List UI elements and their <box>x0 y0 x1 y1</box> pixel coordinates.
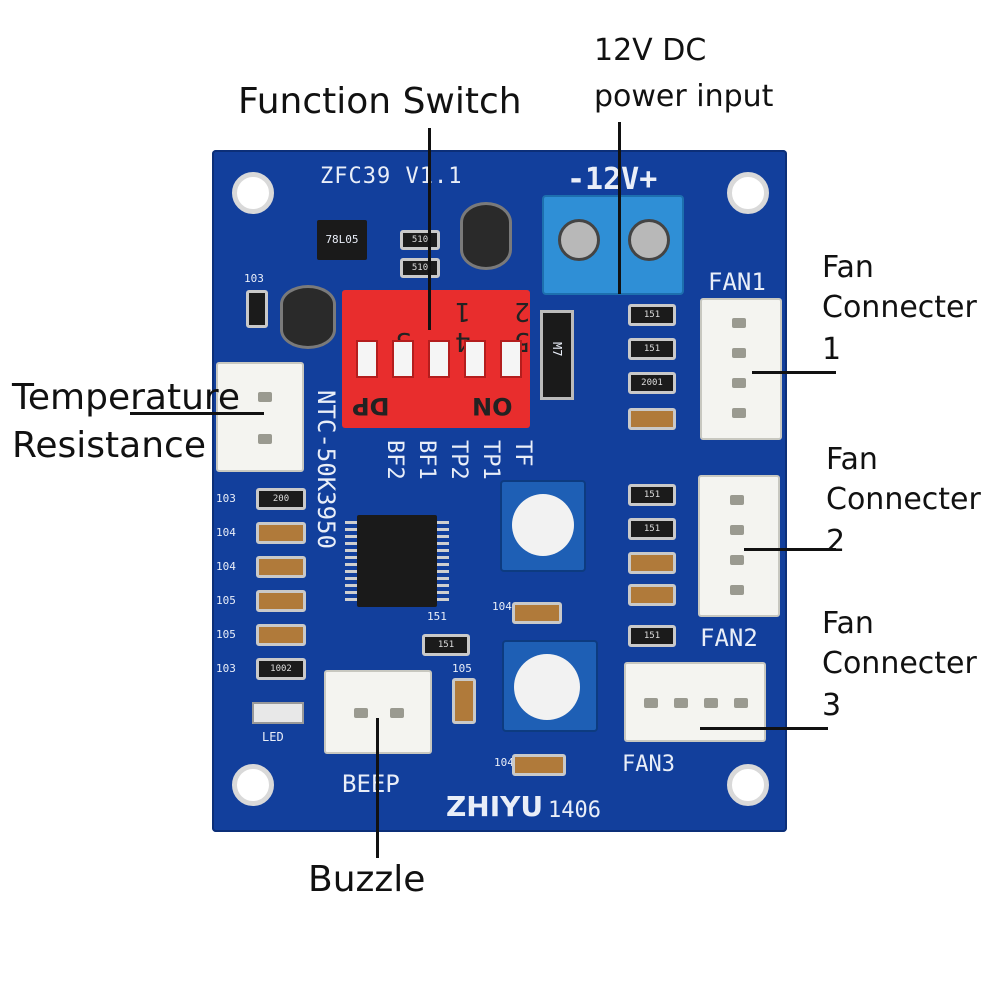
smd-capacitor <box>256 624 306 646</box>
power-terminal-block <box>542 195 684 295</box>
smd-capacitor <box>512 754 566 776</box>
fan3-callout-line3: 3 <box>822 688 842 723</box>
voltage-regulator: 78L05 <box>317 220 367 260</box>
temperature-leader-line <box>130 412 264 415</box>
fan3-callout-line2: Connecter <box>822 646 977 681</box>
status-led <box>252 702 304 724</box>
power-polarity-label: -12V+ <box>567 162 658 197</box>
mounting-hole <box>232 764 274 806</box>
dip-dp-label: DP <box>352 392 390 420</box>
fan2-silk-label: FAN2 <box>700 624 758 652</box>
resistor-column: 151 151 2001 <box>608 300 688 440</box>
dip-key[interactable] <box>500 340 522 378</box>
smd-resistor: 1002 <box>256 658 306 680</box>
dip-key[interactable] <box>464 340 486 378</box>
fan1-callout-line1: Fan <box>822 250 874 285</box>
mounting-hole <box>232 172 274 214</box>
resistor-label: 151 <box>427 610 447 623</box>
fan2-connector <box>698 475 780 617</box>
potentiometer-dial[interactable] <box>512 494 574 556</box>
smd-capacitor <box>256 556 306 578</box>
smd-resistor: 151 <box>422 634 470 656</box>
microcontroller-chip <box>345 515 449 607</box>
temperature-sensor-connector <box>216 362 304 472</box>
buzzer-connector <box>324 670 432 754</box>
smd-resistor: 510 <box>400 258 440 278</box>
diode: M7 <box>540 310 574 400</box>
board-model-label: ZFC39 V1.1 <box>320 164 463 189</box>
power-leader-line <box>618 122 621 294</box>
pcb-board: ZFC39 V1.1 -12V+ 78L05 103 510 510 5 4 3… <box>212 150 787 832</box>
fan2-callout-line3: 2 <box>826 524 846 559</box>
board-code-label: 1406 <box>548 798 601 823</box>
smd-capacitor <box>628 584 676 606</box>
fan2-leader-line <box>744 548 836 551</box>
smd-resistor: 2001 <box>628 372 676 394</box>
smd-resistor: 151 <box>628 625 676 647</box>
smd-resistor <box>246 290 268 328</box>
fan2-callout-line1: Fan <box>826 442 878 477</box>
potentiometer[interactable] <box>502 640 598 732</box>
mode-label: TF <box>510 440 535 467</box>
smd-capacitor <box>628 408 676 430</box>
fan1-callout-line2: Connecter <box>822 290 977 325</box>
electrolytic-capacitor <box>460 202 512 270</box>
smd-resistor: 151 <box>628 484 676 506</box>
fan2-callout-line2: Connecter <box>826 482 981 517</box>
potentiometer-dial[interactable] <box>514 654 580 720</box>
fan3-leader-line <box>700 727 828 730</box>
power-callout-line1: 12V DC <box>594 33 707 68</box>
smd-capacitor <box>628 552 676 574</box>
mode-label: TP1 <box>478 440 503 480</box>
mode-label: BF1 <box>414 440 439 480</box>
dip-key[interactable] <box>356 340 378 378</box>
temperature-callout-line1: Temperature <box>12 377 241 418</box>
smd-resistor: 200 <box>256 488 306 510</box>
fan1-connector <box>700 298 782 440</box>
capacitor-label: 105 <box>452 662 472 675</box>
dip-key[interactable] <box>392 340 414 378</box>
dip-key[interactable] <box>428 340 450 378</box>
terminal-screw <box>558 219 600 261</box>
dip-switch[interactable]: 5 4 3 2 1 DP ON <box>342 290 530 428</box>
capacitor-label: 104 <box>492 600 512 613</box>
resistor-column: 151 151 <box>608 480 688 610</box>
fan3-callout-line1: Fan <box>822 606 874 641</box>
led-label: LED <box>262 730 284 744</box>
terminal-screw <box>628 219 670 261</box>
function-switch-leader-line <box>428 128 431 330</box>
smd-capacitor <box>512 602 562 624</box>
resistor-label: 104 <box>494 756 514 769</box>
fan1-callout-line3: 1 <box>822 332 842 367</box>
smd-resistor: 151 <box>628 304 676 326</box>
fan1-silk-label: FAN1 <box>708 268 766 296</box>
brand-label: ZHIYU <box>446 790 544 823</box>
mounting-hole <box>727 764 769 806</box>
smd-resistor: 151 <box>628 518 676 540</box>
dip-on-label: ON <box>472 392 513 420</box>
fan3-connector <box>624 662 766 742</box>
smd-capacitor <box>452 678 476 724</box>
function-switch-callout: Function Switch <box>238 81 522 122</box>
mode-label: BF2 <box>382 440 407 480</box>
mode-label: TP2 <box>446 440 471 480</box>
mounting-hole <box>727 172 769 214</box>
electrolytic-capacitor <box>280 285 336 349</box>
fan1-leader-line <box>752 371 836 374</box>
smd-resistor: 151 <box>628 338 676 360</box>
buzzle-callout: Buzzle <box>308 859 426 900</box>
smd-capacitor <box>256 590 306 612</box>
fan3-silk-label: FAN3 <box>622 752 675 777</box>
left-resistor-column: 200 1002 <box>222 480 312 680</box>
beep-silk-label: BEEP <box>342 770 400 798</box>
smd-capacitor <box>256 522 306 544</box>
resistor-label: 103 <box>244 272 264 285</box>
buzzle-leader-line <box>376 718 379 858</box>
power-callout-line2: power input <box>594 79 774 114</box>
smd-resistor: 510 <box>400 230 440 250</box>
ntc-label: NTC-50K3950 <box>312 390 340 549</box>
potentiometer[interactable] <box>500 480 586 572</box>
temperature-callout-line2: Resistance <box>12 425 206 466</box>
